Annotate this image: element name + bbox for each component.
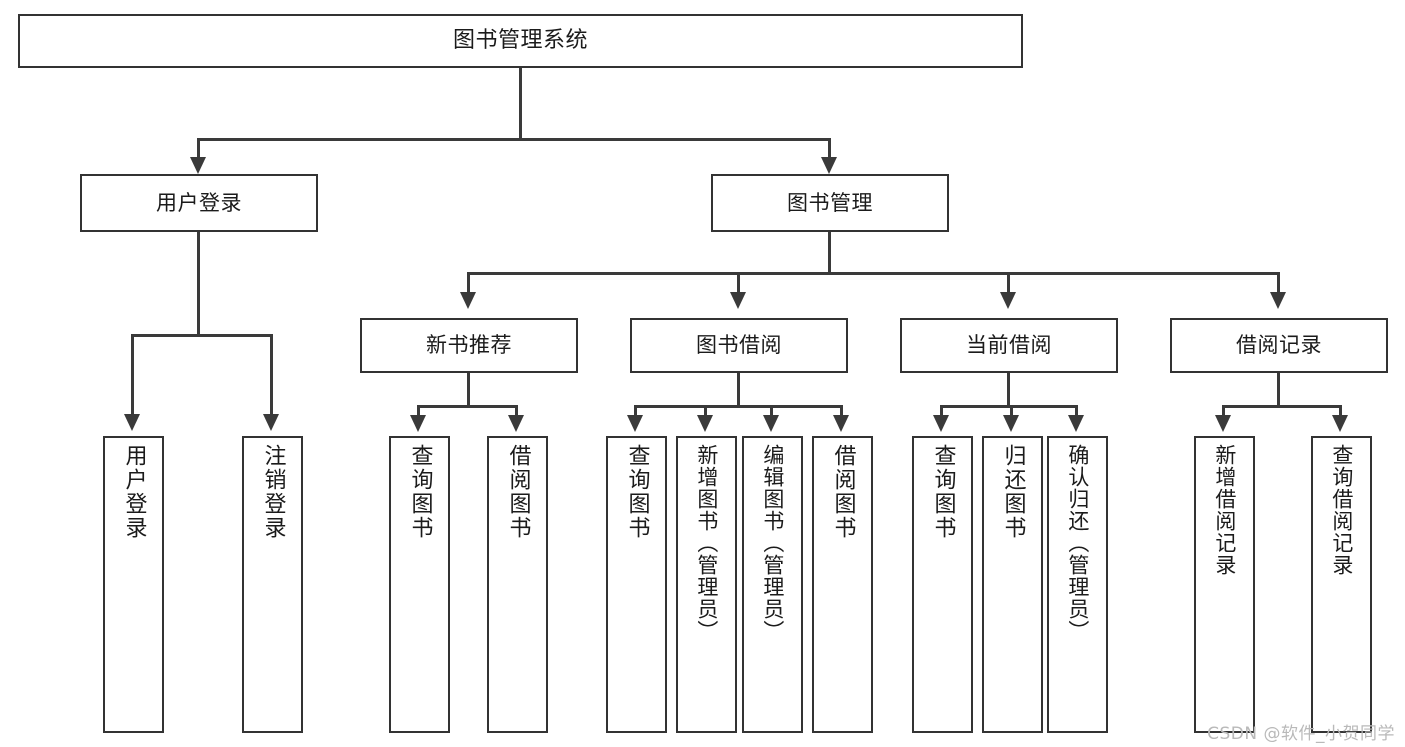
leaf-query-books-borrowing[interactable]: 查询图书: [606, 436, 667, 733]
node-borrowing-records[interactable]: 借阅记录: [1170, 318, 1388, 373]
connector-user-login-bus: [131, 334, 270, 337]
arrow-leaf-11: [1068, 415, 1084, 432]
connector-current-drop-3: [1075, 405, 1078, 417]
connector-book-management-stem: [828, 232, 831, 274]
leaf-borrow-books-recommendation[interactable]: 借阅图书: [487, 436, 548, 733]
connector-borrowing-bus: [634, 405, 843, 408]
connector-user-login-drop-2: [270, 334, 273, 416]
node-new-book-recommendation[interactable]: 新书推荐: [360, 318, 578, 373]
connector-records-stem: [1277, 373, 1280, 407]
connector-recommendation-drop-2: [515, 405, 518, 417]
arrow-leaf-10: [1003, 415, 1019, 432]
connector-root-stem: [519, 68, 522, 140]
leaf-query-books-current[interactable]: 查询图书: [912, 436, 973, 733]
connector-borrowing-drop-2: [704, 405, 707, 417]
connector-recommendation-drop-1: [417, 405, 420, 417]
arrow-leaf-7: [763, 415, 779, 432]
node-label: 图书管理: [787, 190, 873, 215]
connector-root-bus: [197, 138, 831, 141]
leaf-add-borrowing-record[interactable]: 新增借阅记录: [1194, 436, 1255, 733]
node-label: 查询图书: [407, 444, 433, 540]
watermark-text: CSDN @软件_小贺同学: [1207, 724, 1395, 744]
connector-level2-bus: [467, 272, 1279, 275]
connector-current-bus: [940, 405, 1078, 408]
arrow-to-book-management: [821, 157, 837, 174]
connector-borrowing-drop-3: [770, 405, 773, 417]
connector-user-login-stem: [197, 232, 200, 336]
connector-records-bus: [1222, 405, 1342, 408]
node-label: 编辑图书（管理员）: [760, 444, 785, 642]
node-label: 归还图书: [1000, 444, 1026, 540]
leaf-query-books-recommendation[interactable]: 查询图书: [389, 436, 450, 733]
connector-borrowing-drop-4: [840, 405, 843, 417]
leaf-add-book-admin[interactable]: 新增图书（管理员）: [676, 436, 737, 733]
node-label: 借阅记录: [1236, 333, 1322, 358]
connector-borrowing-stem: [737, 373, 740, 407]
leaf-user-login[interactable]: 用户登录: [103, 436, 164, 733]
node-book-management[interactable]: 图书管理: [711, 174, 949, 232]
arrow-level2-3: [1000, 292, 1016, 309]
arrow-leaf-2: [263, 414, 279, 431]
node-current-borrowing[interactable]: 当前借阅: [900, 318, 1118, 373]
leaf-query-borrowing-record[interactable]: 查询借阅记录: [1311, 436, 1372, 733]
connector-to-book-management: [828, 138, 831, 159]
arrow-leaf-8: [833, 415, 849, 432]
connector-level2-drop-3: [1007, 272, 1010, 294]
leaf-edit-book-admin[interactable]: 编辑图书（管理员）: [742, 436, 803, 733]
connector-current-drop-1: [940, 405, 943, 417]
connector-level2-drop-4: [1277, 272, 1280, 294]
connector-records-drop-2: [1339, 405, 1342, 417]
leaf-return-books[interactable]: 归还图书: [982, 436, 1043, 733]
arrow-level2-2: [730, 292, 746, 309]
leaf-confirm-return-admin[interactable]: 确认归还（管理员）: [1047, 436, 1108, 733]
node-label: 图书借阅: [696, 333, 782, 358]
node-label: 查询图书: [624, 444, 650, 540]
arrow-leaf-3: [410, 415, 426, 432]
node-label: 当前借阅: [966, 333, 1052, 358]
connector-level2-drop-1: [467, 272, 470, 294]
arrow-leaf-12: [1215, 415, 1231, 432]
arrow-leaf-4: [508, 415, 524, 432]
node-label: 新书推荐: [426, 333, 512, 358]
connector-recommendation-bus: [417, 405, 518, 408]
node-user-login[interactable]: 用户登录: [80, 174, 318, 232]
node-label: 新增图书（管理员）: [694, 444, 719, 642]
connector-current-drop-2: [1010, 405, 1013, 417]
connector-recommendation-stem: [467, 373, 470, 407]
connector-to-user-login: [197, 138, 200, 159]
connector-current-stem: [1007, 373, 1010, 407]
arrow-level2-1: [460, 292, 476, 309]
connector-level2-drop-2: [737, 272, 740, 294]
arrow-leaf-6: [697, 415, 713, 432]
node-label: 用户登录: [121, 444, 147, 540]
arrow-leaf-13: [1332, 415, 1348, 432]
arrow-leaf-9: [933, 415, 949, 432]
leaf-borrow-books-borrowing[interactable]: 借阅图书: [812, 436, 873, 733]
node-label: 图书管理系统: [452, 28, 588, 54]
node-label: 用户登录: [156, 190, 242, 215]
node-book-management-system[interactable]: 图书管理系统: [18, 14, 1023, 68]
node-label: 借阅图书: [505, 444, 531, 540]
connector-user-login-drop-1: [131, 334, 134, 416]
arrow-leaf-1: [124, 414, 140, 431]
node-label: 查询图书: [930, 444, 956, 540]
connector-borrowing-drop-1: [634, 405, 637, 417]
node-label: 查询借阅记录: [1329, 444, 1354, 576]
arrow-to-user-login: [190, 157, 206, 174]
arrow-level2-4: [1270, 292, 1286, 309]
node-label: 新增借阅记录: [1212, 444, 1237, 576]
node-label: 注销登录: [260, 444, 286, 540]
leaf-logout[interactable]: 注销登录: [242, 436, 303, 733]
connector-records-drop-1: [1222, 405, 1225, 417]
node-label: 确认归还（管理员）: [1065, 444, 1090, 642]
node-label: 借阅图书: [830, 444, 856, 540]
node-book-borrowing[interactable]: 图书借阅: [630, 318, 848, 373]
arrow-leaf-5: [627, 415, 643, 432]
